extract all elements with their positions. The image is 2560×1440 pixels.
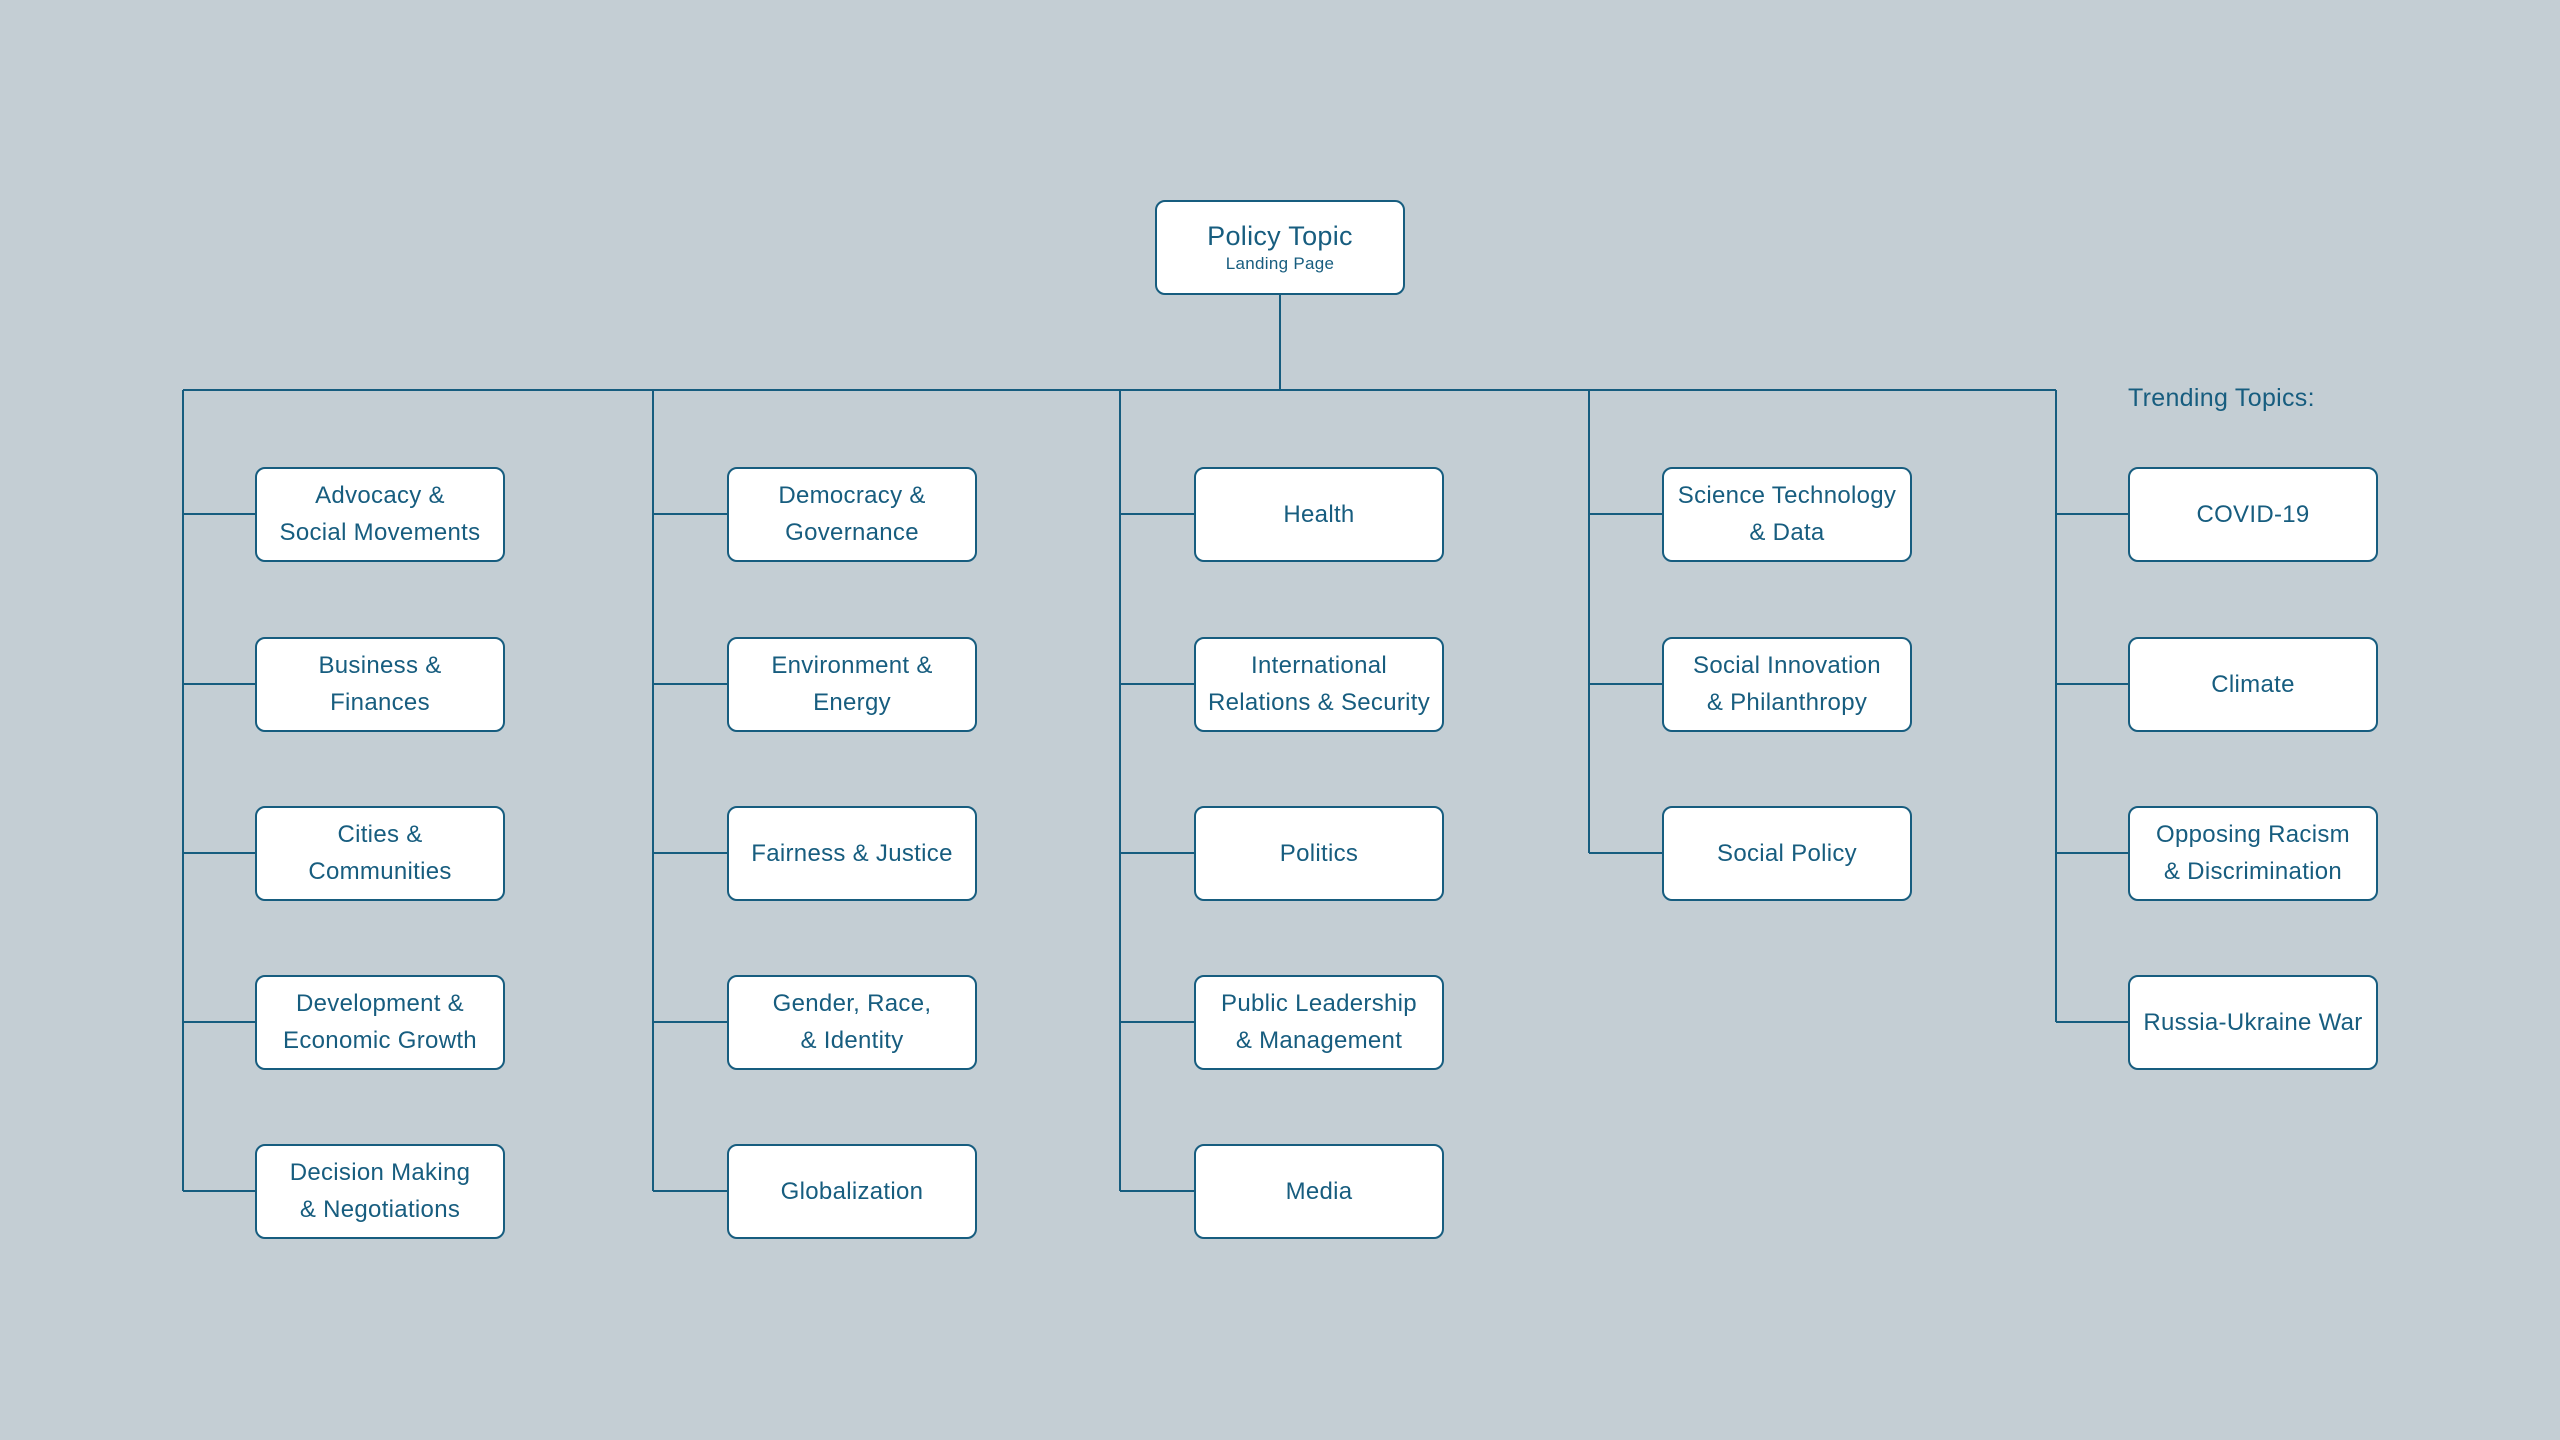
topic-label-line: Energy [813,689,891,716]
topic-box: Social Innovation & Philanthropy [1662,636,1912,732]
topic-box: Advocacy & Social Movements [255,466,505,562]
topic-label-line: Politics [1279,839,1359,867]
topic-box: Media [1194,1143,1444,1239]
topic-label-line: Cities & [337,821,423,848]
topic-label-line: Social Movements [279,519,481,546]
topic-label-line: Science Technology [1677,482,1897,509]
topic-label-line: Social Policy [1717,839,1857,867]
topic-box: Fairness & Justice [727,805,977,901]
topic-box: Opposing Racism & Discrimination [2128,805,2378,901]
topic-label-line: Governance [785,519,919,546]
topic-box: Gender, Race, & Identity [727,974,977,1070]
topic-label-line: Communities [308,858,452,885]
topic-box: Public Leadership & Management [1194,974,1444,1070]
topic-label-line: Development & [296,990,464,1017]
root-node-policy-topic: Policy Topic Landing Page [1155,200,1405,295]
topic-box: Politics [1194,805,1444,901]
topic-label-line: & Identity [800,1027,904,1054]
topic-box: Social Policy [1662,805,1912,901]
tree-connector-path [182,295,2128,1192]
topic-box: Decision Making & Negotiations [255,1143,505,1239]
topic-label-line: Globalization [780,1177,924,1205]
topic-label-line: Public Leadership [1221,990,1417,1017]
topic-label-line: Social Innovation [1693,652,1881,679]
topic-box: Environment & Energy [727,636,977,732]
topic-box: Russia-Ukraine War [2128,974,2378,1070]
topic-box: Business & Finances [255,636,505,732]
topic-label-line: Advocacy & [315,482,445,509]
topic-label-line: Relations & Security [1207,689,1431,716]
trending-topics-label: Trending Topics: [2128,384,2315,412]
topic-label-line: Fairness & Justice [751,839,953,867]
topic-box: Development & Economic Growth [255,974,505,1070]
topic-label-line: Environment & [771,652,933,679]
topic-box: Climate [2128,636,2378,732]
topic-label-line: Opposing Racism [2156,821,2350,848]
topic-label-line: Russia-Ukraine War [2143,1008,2363,1036]
topic-label-line: Business & [318,652,442,679]
topic-box: COVID-19 [2128,466,2378,562]
topic-label-line: COVID-19 [2196,500,2310,528]
topic-box: Health [1194,466,1444,562]
topic-label-line: Gender, Race, [772,990,932,1017]
topic-label-line: Health [1283,500,1355,528]
topic-label-line: International [1251,652,1387,679]
topic-box: Globalization [727,1143,977,1239]
topic-box: Cities & Communities [255,805,505,901]
root-node-title: Policy Topic [1207,221,1353,251]
topic-label-line: & Data [1749,519,1825,546]
root-node-subtitle: Landing Page [1225,254,1335,273]
topic-label-line: Decision Making [289,1159,471,1186]
topic-label-line: Media [1285,1177,1353,1205]
topic-label-line: & Discrimination [2163,858,2343,885]
topic-label-line: & Negotiations [299,1196,461,1223]
topic-label-line: Economic Growth [283,1027,477,1054]
topic-label-line: & Philanthropy [1706,689,1868,716]
topic-label-line: & Management [1235,1027,1403,1054]
topic-label-line: Climate [2211,670,2295,698]
topic-label-line: Finances [330,689,430,716]
topic-label-line: Democracy & [778,482,926,509]
topic-box: Science Technology & Data [1662,466,1912,562]
topic-box: Democracy & Governance [727,466,977,562]
